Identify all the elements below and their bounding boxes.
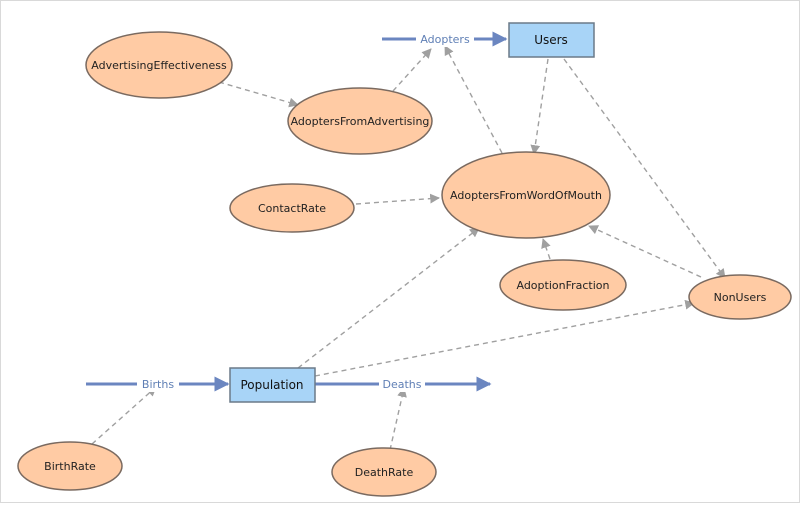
link-adopters-from-advertising-to-adopters	[392, 48, 432, 92]
link-adoption-fraction-to-adopters-from-word-of-mouth	[541, 238, 551, 260]
stock-population-label: Population	[240, 378, 303, 392]
influence-links	[91, 45, 726, 451]
link-birth-rate-to-births	[91, 386, 157, 445]
variable-contact-rate[interactable]: ContactRate	[229, 183, 355, 233]
link-contact-rate-to-adopters-from-word-of-mouth	[355, 193, 440, 205]
births-flow-label[interactable]: Births	[142, 378, 174, 391]
deaths-flow-label[interactable]: Deaths	[383, 378, 422, 391]
stock-users[interactable]: Users	[508, 22, 595, 58]
variable-adoption-fraction[interactable]: AdoptionFraction	[499, 259, 627, 311]
link-non-users-to-adopters-from-word-of-mouth	[588, 225, 702, 278]
link-advertising-effectiveness-to-adopters-from-advertising	[218, 81, 299, 108]
variable-birth-rate[interactable]: BirthRate	[17, 441, 123, 491]
birth-rate-label: BirthRate	[44, 460, 96, 473]
variable-non-users[interactable]: NonUsers	[688, 274, 792, 320]
variable-advertising-effectiveness[interactable]: AdvertisingEffectiveness	[85, 31, 233, 99]
variable-death-rate[interactable]: DeathRate	[331, 447, 437, 497]
non-users-label: NonUsers	[714, 291, 767, 304]
link-users-to-non-users	[563, 58, 726, 279]
adoption-fraction-label: AdoptionFraction	[516, 279, 609, 292]
death-rate-label: DeathRate	[355, 466, 414, 479]
flows: Adopters Births Deaths	[86, 31, 508, 392]
variable-adopters-from-word-of-mouth[interactable]: AdoptersFromWordOfMouth	[441, 151, 611, 239]
link-death-rate-to-deaths	[389, 387, 407, 451]
contact-rate-label: ContactRate	[258, 202, 326, 215]
link-population-to-non-users	[314, 299, 695, 377]
variable-adopters-from-advertising[interactable]: AdoptersFromAdvertising	[287, 87, 433, 155]
link-users-to-adopters-from-word-of-mouth	[530, 58, 549, 155]
advertising-effectiveness-label: AdvertisingEffectiveness	[91, 59, 227, 72]
stock-population[interactable]: Population	[229, 367, 316, 403]
link-adopters-from-word-of-mouth-to-adopters	[444, 45, 503, 154]
adopters-flow-label[interactable]: Adopters	[420, 33, 470, 46]
adopters-from-advertising-label: AdoptersFromAdvertising	[291, 115, 430, 128]
link-population-to-adopters-from-word-of-mouth	[297, 227, 480, 369]
adopters-from-word-of-mouth-label: AdoptersFromWordOfMouth	[450, 189, 602, 202]
stock-users-label: Users	[534, 33, 568, 47]
